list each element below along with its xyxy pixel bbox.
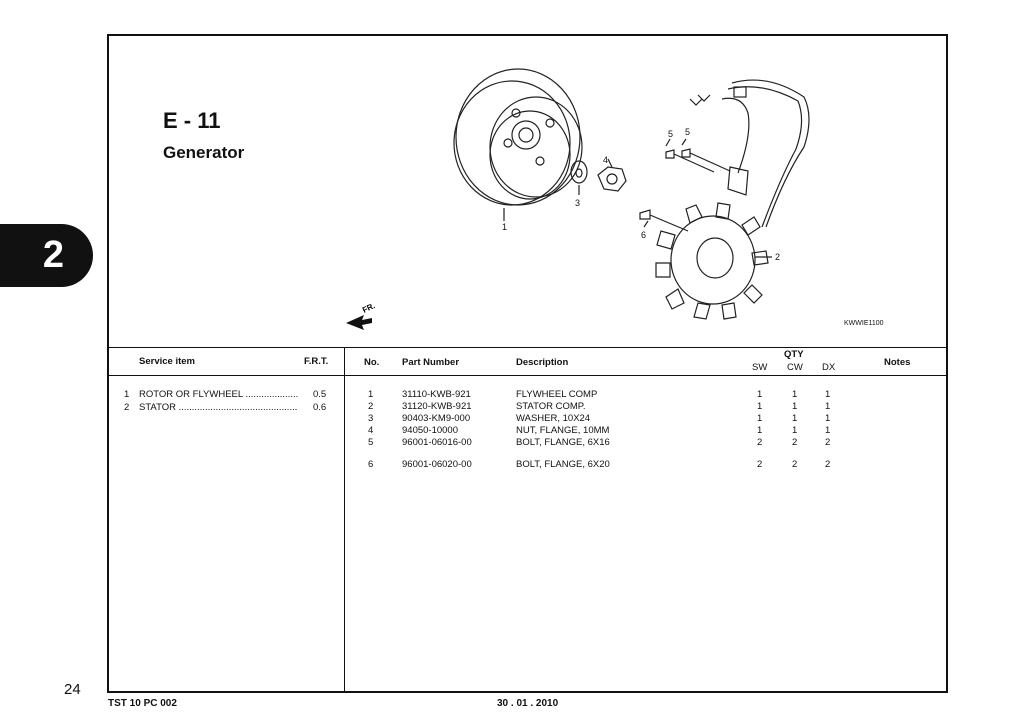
section-tab: 2 xyxy=(0,224,93,287)
exploded-diagram: FR. 1 2 3 4 5 5 6 xyxy=(346,68,810,330)
doc-date: 30 . 01 . 2010 xyxy=(497,698,559,709)
doc-code: TST 10 PC 002 xyxy=(108,698,177,709)
illustration-code: KWWIE1100 xyxy=(844,320,884,327)
nut-drawing xyxy=(597,166,627,192)
callout-5b: 5 xyxy=(685,127,690,137)
col-qty: QTY xyxy=(784,349,804,360)
washer-drawing xyxy=(570,160,588,184)
col-cw: CW xyxy=(787,362,803,373)
page-frame xyxy=(107,34,948,693)
col-frt: F.R.T. xyxy=(304,356,329,367)
table-divider xyxy=(344,347,345,693)
col-sw: SW xyxy=(752,362,768,373)
page-title: Generator xyxy=(163,143,245,162)
page-number: 24 xyxy=(64,681,81,698)
col-part-number: Part Number xyxy=(402,357,460,368)
callout-5a: 5 xyxy=(668,129,673,139)
front-arrow-icon: FR. xyxy=(346,301,377,330)
table-top-rule xyxy=(107,347,948,348)
callout-6: 6 xyxy=(641,230,646,240)
col-dx: DX xyxy=(822,362,836,373)
callout-4: 4 xyxy=(603,155,608,165)
stator-drawing xyxy=(655,202,772,320)
col-description: Description xyxy=(516,357,569,368)
callout-3: 3 xyxy=(575,198,580,208)
table-header-rule xyxy=(107,375,948,376)
flywheel-drawing xyxy=(453,68,583,221)
callout-1: 1 xyxy=(502,222,507,232)
section-number: 2 xyxy=(42,234,65,276)
callout-2: 2 xyxy=(775,252,780,262)
col-notes: Notes xyxy=(884,357,911,368)
svg-text:FR.: FR. xyxy=(361,301,376,315)
col-service-item: Service item xyxy=(139,356,195,367)
col-no: No. xyxy=(364,357,380,368)
section-code: E - 11 xyxy=(163,108,221,133)
